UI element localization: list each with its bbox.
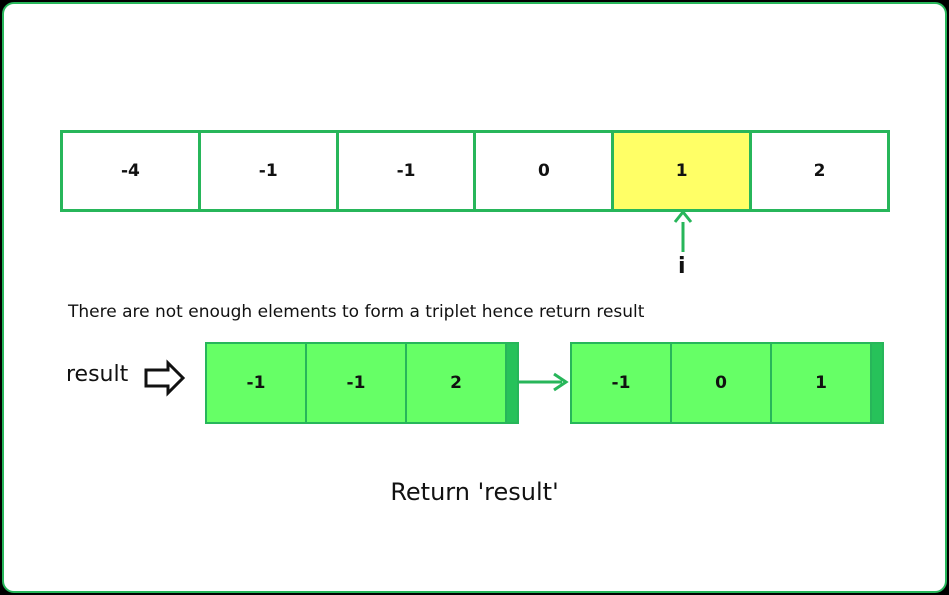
hollow-right-arrow-icon bbox=[144, 359, 186, 397]
result-triplet: -1 -1 2 bbox=[205, 342, 519, 424]
result-triplet: -1 0 1 bbox=[570, 342, 884, 424]
right-arrow-icon bbox=[516, 372, 569, 392]
triplet-cell: -1 bbox=[307, 344, 407, 422]
array-cell: -1 bbox=[338, 133, 477, 209]
array-cell: -1 bbox=[200, 133, 339, 209]
array-cell-current: 1 bbox=[614, 133, 753, 209]
return-text: Return 'result' bbox=[390, 478, 559, 506]
list-node-tail bbox=[872, 344, 882, 422]
up-arrow-icon bbox=[673, 209, 693, 252]
list-node-tail bbox=[507, 344, 517, 422]
triplet-cell: -1 bbox=[207, 344, 307, 422]
triplet-cell: 0 bbox=[672, 344, 772, 422]
result-label: result bbox=[66, 362, 129, 387]
input-array: -4 -1 -1 0 1 2 bbox=[60, 130, 890, 212]
array-cell: 0 bbox=[476, 133, 615, 209]
triplet-cell: 1 bbox=[772, 344, 872, 422]
array-cell: -4 bbox=[63, 133, 201, 209]
array-cell: 2 bbox=[752, 133, 887, 209]
note-text: There are not enough elements to form a … bbox=[68, 302, 645, 322]
triplet-cell: -1 bbox=[572, 344, 672, 422]
pointer-label: i bbox=[678, 254, 686, 279]
triplet-cell: 2 bbox=[407, 344, 507, 422]
